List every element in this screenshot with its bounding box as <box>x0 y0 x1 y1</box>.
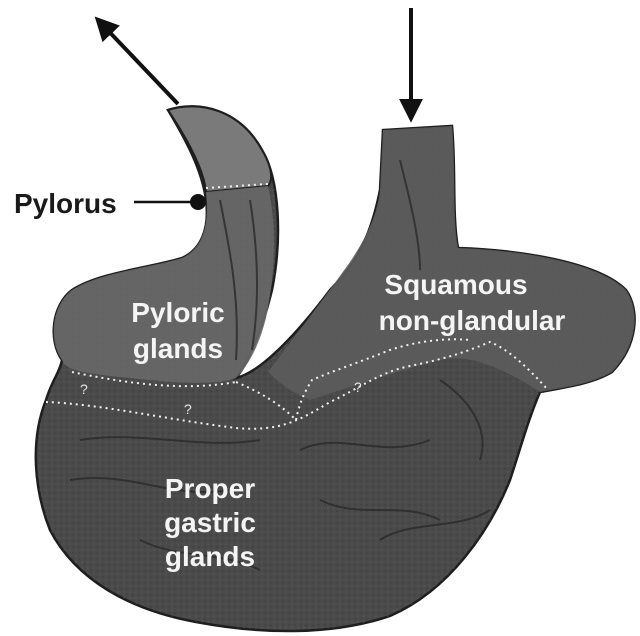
uncertain-marker-1: ? <box>80 381 88 397</box>
pyloric-duct <box>168 106 271 192</box>
proper-gastric-label-line1: Proper <box>165 473 255 504</box>
pylorus-label: Pylorus <box>14 188 117 219</box>
uncertain-marker-2: ? <box>184 401 192 417</box>
squamous-label-line1: Squamous <box>384 269 527 300</box>
proper-gastric-label-line2: gastric <box>164 507 256 538</box>
pyloric-glands-label-line2: glands <box>133 333 223 364</box>
uncertain-marker-3: ? <box>354 379 362 395</box>
exit-arrow <box>98 20 178 104</box>
proper-gastric-label-line3: glands <box>165 541 255 572</box>
pylorus-marker-dot <box>190 194 206 210</box>
squamous-label-line2: non-glandular <box>379 305 566 336</box>
pyloric-glands-label-line1: Pyloric <box>131 297 224 328</box>
